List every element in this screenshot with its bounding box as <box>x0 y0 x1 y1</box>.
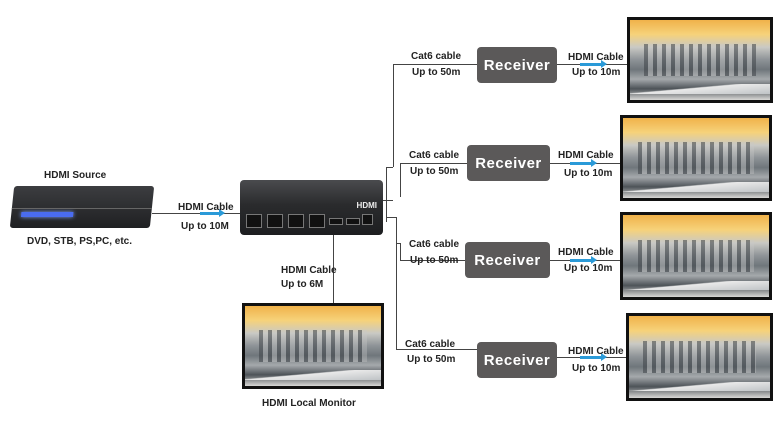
receiver-2: Receiver <box>467 145 550 181</box>
trunk-line <box>400 243 401 260</box>
hdmi-length: Up to 10m <box>572 363 621 374</box>
cat6-cable <box>396 349 477 350</box>
hdmi-input-cable <box>152 213 240 214</box>
local-monitor-label: HDMI Local Monitor <box>262 398 356 409</box>
local-hdmi-cable <box>333 235 334 303</box>
monitor-1 <box>627 17 773 103</box>
cat6-label: Cat6 cable <box>405 339 456 350</box>
input-cable-length: Up to 10M <box>181 221 229 232</box>
cat6-length: Up to 50m <box>410 255 459 266</box>
hdmi-label: HDMI Cable <box>568 346 624 357</box>
trunk-line <box>393 64 394 167</box>
local-cable-length: Up to 6M <box>281 279 324 290</box>
trunk-link <box>383 200 393 201</box>
cat6-cable <box>400 260 465 261</box>
receiver-3: Receiver <box>465 242 550 278</box>
trunk-line <box>396 243 401 244</box>
hdmi-logo: HDMI <box>356 201 377 210</box>
source-title: HDMI Source <box>44 170 107 181</box>
hdmi-splitter-device: HDMI <box>240 180 383 235</box>
dvd-player-device <box>9 186 155 228</box>
receiver-4: Receiver <box>477 342 557 378</box>
local-cable-type: HDMI Cable <box>281 265 337 276</box>
cat6-cable <box>400 163 467 164</box>
trunk-line <box>386 167 387 222</box>
cat6-length: Up to 50m <box>410 166 459 177</box>
receiver-1: Receiver <box>477 47 557 83</box>
hdmi-length: Up to 10m <box>564 168 613 179</box>
cat6-length: Up to 50m <box>407 354 456 365</box>
arrow-icon <box>570 256 597 264</box>
cat6-label: Cat6 cable <box>409 150 460 161</box>
monitor-4 <box>626 313 773 401</box>
local-monitor <box>242 303 384 389</box>
hdmi-label: HDMI Cable <box>558 247 614 258</box>
trunk-line <box>386 167 393 168</box>
cat6-cable <box>393 64 477 65</box>
hdmi-length: Up to 10m <box>564 263 613 274</box>
hdmi-label: HDMI Cable <box>568 52 624 63</box>
hdmi-length: Up to 10m <box>572 67 621 78</box>
monitor-2 <box>620 115 772 201</box>
trunk-line <box>400 163 401 197</box>
cat6-label: Cat6 cable <box>409 239 460 250</box>
trunk-line <box>386 217 396 218</box>
arrow-icon <box>580 353 607 361</box>
input-cable-type: HDMI Cable <box>178 202 234 213</box>
source-subtitle: DVD, STB, PS,PC, etc. <box>27 236 133 247</box>
arrow-icon <box>200 209 225 217</box>
cat6-label: Cat6 cable <box>411 51 462 62</box>
trunk-line <box>396 217 397 349</box>
monitor-3 <box>620 212 772 300</box>
arrow-icon <box>570 159 597 167</box>
arrow-icon <box>580 60 607 68</box>
hdmi-label: HDMI Cable <box>558 150 614 161</box>
cat6-length: Up to 50m <box>412 67 461 78</box>
